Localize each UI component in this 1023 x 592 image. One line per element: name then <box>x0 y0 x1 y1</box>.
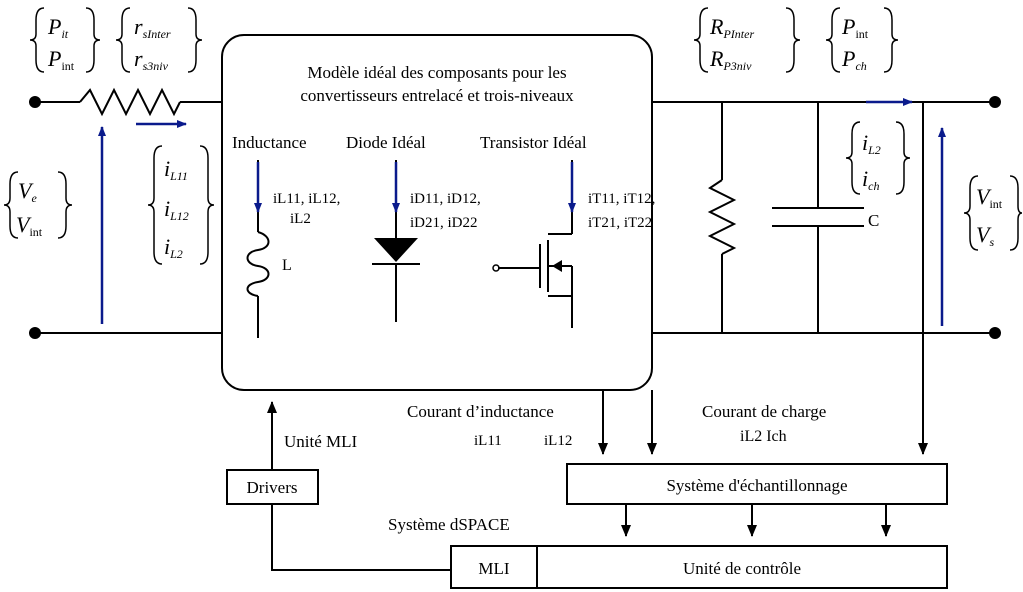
block-title-line2: convertisseurs entrelacé et trois-niveau… <box>300 86 574 105</box>
inductor-currents-line1: iL11, iL12, <box>273 191 340 207</box>
svg-text:Vint: Vint <box>16 212 43 239</box>
diode-symbol <box>372 160 420 322</box>
output-res-1-sub: PInter <box>722 27 754 41</box>
input-cur-2-sub: L12 <box>169 209 189 223</box>
input-resistance-group: rsInter rs3niv <box>115 7 203 73</box>
input-cur-1-sub: L11 <box>169 169 188 183</box>
output-volt-2: V <box>976 222 992 247</box>
transistor-label: Transistor Idéal <box>480 133 587 152</box>
svg-text:Ve: Ve <box>18 178 37 205</box>
svg-text:Pit: Pit <box>47 14 69 41</box>
input-res-1: r <box>134 14 143 39</box>
transistor-symbol <box>492 160 576 328</box>
unite-mli-label: Unité MLI <box>284 432 358 451</box>
svg-text:iL11: iL11 <box>164 156 188 183</box>
output-current-group: iL2 ich <box>845 121 911 195</box>
transistor-currents-line1: iT11, iT12, <box>588 191 655 207</box>
output-voltage-group: Vint Vs <box>963 175 1023 251</box>
il12-label: iL12 <box>544 433 572 449</box>
output-res-2-sub: P3niv <box>722 59 752 73</box>
output-capacitor <box>772 102 864 333</box>
svg-text:iL2: iL2 <box>164 234 183 261</box>
output-volt-1: V <box>976 184 992 209</box>
input-power-1: P <box>47 14 61 39</box>
load-current-label: Courant de charge <box>702 402 826 421</box>
output-volt-1-sub: int <box>989 197 1002 211</box>
input-power-2: P <box>47 46 61 71</box>
input-res-1-sub: sInter <box>143 27 171 41</box>
diode-currents-line1: iD11, iD12, <box>410 191 481 207</box>
output-power-2: P <box>841 46 855 71</box>
input-power-1-sub: it <box>61 27 68 41</box>
svg-text:rs3niv: rs3niv <box>134 46 169 73</box>
svg-text:iL12: iL12 <box>164 196 189 223</box>
terminal-out-top <box>989 96 1001 108</box>
mli-label: MLI <box>478 559 510 578</box>
input-cur-3: i <box>164 234 170 259</box>
input-volt-1-sub: e <box>31 191 37 205</box>
svg-text:Pch: Pch <box>841 46 867 73</box>
il11-label: iL11 <box>474 433 502 449</box>
output-volt-2-sub: s <box>989 235 994 249</box>
diode-currents-line2: iD21, iD22 <box>410 215 478 231</box>
input-volt-1: V <box>18 178 34 203</box>
terminal-out-bottom <box>989 327 1001 339</box>
dspace-label: Système dSPACE <box>388 515 510 534</box>
input-volt-2: V <box>16 212 32 237</box>
svg-text:ich: ich <box>862 166 879 193</box>
output-res-1: R <box>709 14 724 39</box>
sampling-system-box <box>566 463 948 505</box>
inductor-symbol-label: L <box>282 257 292 274</box>
svg-text:Pint: Pint <box>47 46 75 73</box>
svg-text:RP3niv: RP3niv <box>709 46 752 73</box>
input-power-2-sub: int <box>61 59 74 73</box>
capacitor-symbol-label: C <box>868 211 879 230</box>
sampling-system-label: Système d'échantillonnage <box>666 476 847 495</box>
inductor-current-label: Courant d’inductance <box>407 402 554 421</box>
input-cur-1: i <box>164 156 170 181</box>
output-cur-2: i <box>862 166 868 191</box>
il2-ich-label: iL2 Ich <box>740 428 787 445</box>
inductance-label: Inductance <box>232 133 307 152</box>
output-resistance-group: RPInter RP3niv <box>693 7 801 73</box>
power-wires <box>35 87 995 334</box>
ideal-model-block <box>221 34 653 391</box>
terminal-in-top <box>29 96 41 108</box>
diode-label: Diode Idéal <box>346 133 426 152</box>
load-resistor <box>707 102 737 333</box>
output-cur-1-sub: L2 <box>867 143 881 157</box>
input-voltage-group: Ve Vint <box>3 171 73 239</box>
input-power-group: Pit Pint <box>29 7 101 73</box>
block-title-line1: Modèle idéal des composants pour les <box>307 63 566 82</box>
mli-feedback-wire <box>271 504 451 571</box>
svg-text:RPInter: RPInter <box>709 14 754 41</box>
svg-text:Vs: Vs <box>976 222 994 249</box>
svg-text:rsInter: rsInter <box>134 14 171 41</box>
transistor-currents-line2: iT21, iT22 <box>588 215 652 231</box>
inductor-currents-line2: iL2 <box>290 211 311 227</box>
output-cur-1: i <box>862 130 868 155</box>
output-power-1-sub: int <box>855 27 868 41</box>
output-power-1: P <box>841 14 855 39</box>
svg-text:Vint: Vint <box>976 184 1003 211</box>
terminal-in-bottom <box>29 327 41 339</box>
control-unit-box <box>536 545 948 589</box>
drivers-box <box>226 469 319 505</box>
input-cur-2: i <box>164 196 170 221</box>
input-cur-3-sub: L2 <box>169 247 183 261</box>
inductor-symbol <box>246 160 270 338</box>
output-cur-2-sub: ch <box>868 179 879 193</box>
control-unit-label: Unité de contrôle <box>683 559 801 578</box>
input-volt-2-sub: int <box>29 225 42 239</box>
output-power-group: Pint Pch <box>825 7 899 73</box>
svg-text:Pint: Pint <box>841 14 869 41</box>
input-res-2: r <box>134 46 143 71</box>
output-power-2-sub: ch <box>855 59 866 73</box>
svg-text:iL2: iL2 <box>862 130 881 157</box>
drivers-label: Drivers <box>247 478 298 497</box>
output-res-2: R <box>709 46 724 71</box>
input-current-group: iL11 iL12 iL2 <box>147 145 215 265</box>
input-res-2-sub: s3niv <box>143 59 169 73</box>
